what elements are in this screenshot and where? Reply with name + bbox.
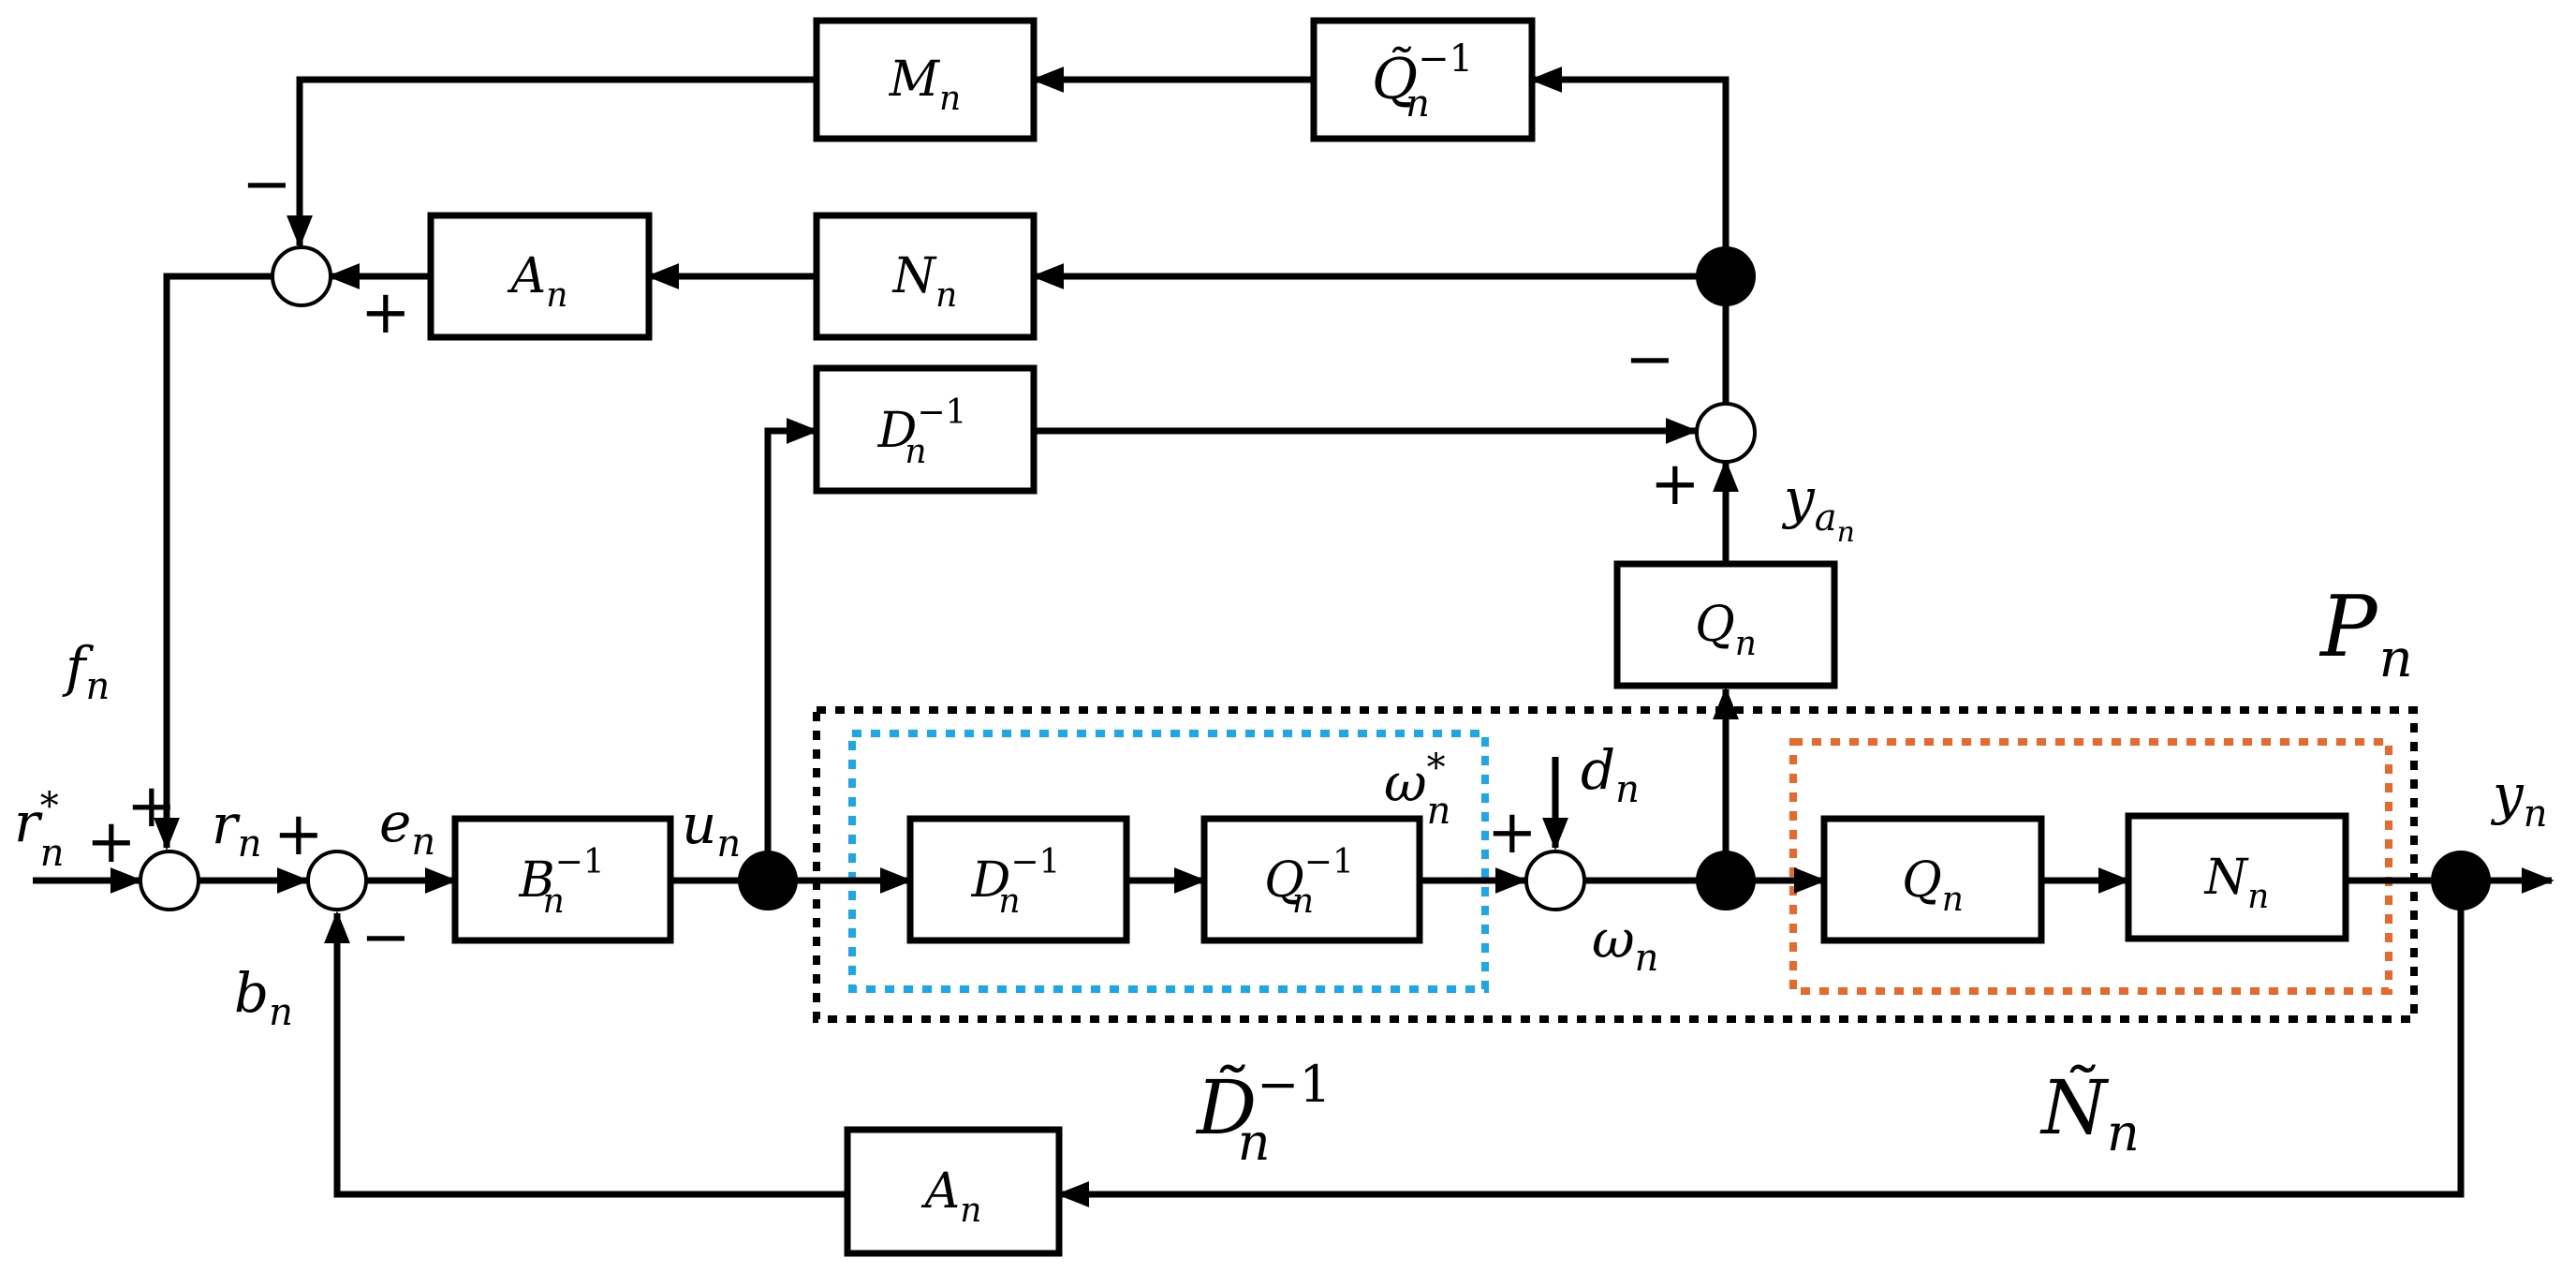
block-q-n-inner: Qn xyxy=(1820,815,2045,944)
svg-text:An: An xyxy=(921,1163,982,1230)
sign-minus-m: − xyxy=(242,150,292,219)
label-r: rn xyxy=(212,792,262,866)
sign-plus-omega: + xyxy=(1487,798,1538,867)
label-e: en xyxy=(379,791,435,864)
n-tilde-group-box xyxy=(1789,738,2392,995)
label-plant-p: Pn xyxy=(2318,578,2413,689)
sign-minus-observer: − xyxy=(1625,325,1675,394)
label-omega: ωn xyxy=(1592,910,1658,980)
svg-text:An: An xyxy=(508,248,568,315)
svg-text:Qn: Qn xyxy=(1902,852,1964,919)
svg-text:Q−1n: Q−1n xyxy=(1264,843,1354,921)
summing-junction-disturbance xyxy=(1524,850,1586,911)
block-a-n-top: An xyxy=(427,212,653,341)
summing-junction-feedforward xyxy=(271,245,332,307)
sign-plus-r-star: + xyxy=(86,807,137,877)
label-omega-star: ω*n xyxy=(1384,747,1450,833)
branch-node-u xyxy=(738,851,798,910)
d-tilde-inverse-group-box xyxy=(848,730,1489,993)
label-r-star: r*n xyxy=(14,785,65,875)
label-f: fn xyxy=(62,635,110,708)
svg-text:Qn: Qn xyxy=(1695,597,1757,663)
block-a-n-bottom: An xyxy=(844,1126,1063,1257)
branch-node-observer xyxy=(1696,246,1756,306)
block-n-n-top: Nn xyxy=(813,212,1038,341)
label-d: dn xyxy=(1581,738,1640,811)
label-b: bn xyxy=(234,961,293,1034)
sign-plus-f: + xyxy=(126,772,177,841)
label-u: un xyxy=(682,792,741,866)
block-m-n: Mn xyxy=(813,17,1038,142)
svg-text:D−1n: D−1n xyxy=(971,843,1061,921)
svg-text:Nn: Nn xyxy=(891,248,958,315)
summing-junction-reference xyxy=(139,850,200,911)
sign-plus-observer: + xyxy=(1650,450,1700,519)
sign-plus-a: + xyxy=(361,278,411,348)
svg-text:Nn: Nn xyxy=(2203,850,2270,916)
svg-text:D−1n: D−1n xyxy=(877,393,967,471)
block-q-n-observer: Qn xyxy=(1613,560,1838,689)
block-n-n-inner: Nn xyxy=(2125,812,2349,942)
label-n-tilde: Ñn xyxy=(2039,1064,2140,1162)
sign-minus-b: − xyxy=(361,903,411,972)
svg-text:Q̃−1n: Q̃−1n xyxy=(1372,37,1473,126)
plant-group-box xyxy=(813,706,2418,1023)
svg-text:B−1n: B−1n xyxy=(518,843,604,921)
sign-plus-r: + xyxy=(273,800,324,869)
summing-junction-error xyxy=(306,850,368,911)
summing-junction-observer xyxy=(1695,402,1757,464)
branch-node-omega xyxy=(1696,851,1756,910)
label-y: yn xyxy=(2490,762,2548,836)
label-y-a: yan xyxy=(1781,466,1855,549)
svg-text:Mn: Mn xyxy=(889,52,961,118)
signal-wires xyxy=(33,67,2554,1207)
branch-node-output xyxy=(2431,851,2491,910)
